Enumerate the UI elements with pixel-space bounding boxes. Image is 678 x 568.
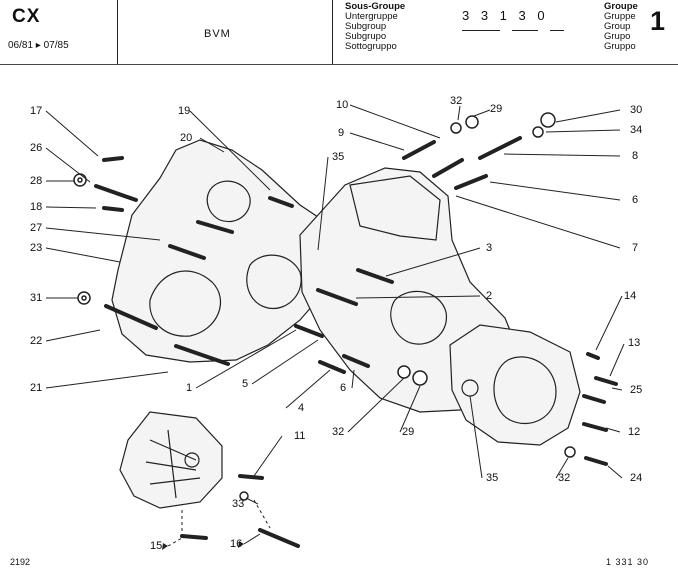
subgroup-label: Sottogruppo [345,41,397,52]
subgroup-label: Subgrupo [345,31,387,42]
callout-label: 24 [630,472,643,484]
callout-label: 32 [450,95,463,107]
callout-label: 7 [632,242,639,254]
page-title: BVM [204,28,231,40]
callout-label: 34 [630,124,643,136]
subgroup-label: Untergruppe [345,11,398,22]
group-label: Grupo [604,31,631,42]
callout-label: 16 [230,538,243,550]
callout-label: 31 [30,292,43,304]
callout-label: 17 [30,105,43,117]
group-number: 1 [650,6,666,36]
callout-label: 21 [30,382,43,394]
subgroup-label: Subgroup [345,21,387,32]
header-divider [0,64,678,65]
callout-label: 10 [336,99,349,111]
callout-label: 26 [30,142,43,154]
callout-label: 23 [30,242,43,254]
group-label: Gruppe [604,11,636,22]
callout-label: 27 [30,222,43,234]
callout-label: 13 [628,337,641,349]
callout-label: 29 [490,103,503,115]
callout-label: 30 [630,104,643,116]
subgroup-label: Sous-Groupe [345,1,406,12]
callout-label: 1 [186,382,193,394]
callout-label: 15 [150,540,163,552]
callout-label: 12 [628,426,641,438]
callout-label: 33 [232,498,245,510]
callout-label: 6 [632,194,639,206]
group-label: Gruppo [604,41,636,52]
callout-label: 4 [298,402,305,414]
code-underline [512,30,538,31]
model-name: CX [12,6,41,27]
code-underline [550,30,564,31]
callout-label: 2 [486,290,493,302]
subgroup-code: 3 3 1 3 0 [462,8,564,31]
callout-label: 32 [558,472,571,484]
callout-label: 5 [242,378,249,390]
callout-label: 35 [486,472,499,484]
callout-label: 6 [340,382,347,394]
callout-label: 22 [30,335,43,347]
callout-label: 18 [30,201,43,213]
group-labels: Groupe Gruppe Group Grupo Gruppo [604,2,638,52]
group-label: Group [604,21,631,32]
callout-label: 29 [402,426,415,438]
group-label: Groupe [604,1,638,12]
callout-label: 14 [624,290,637,302]
callout-label: 19 [178,105,191,117]
footer-part-ref: 1 331 30 [606,557,650,567]
callout-label: 11 [294,430,306,442]
callout-label: 32 [332,426,345,438]
date-range: 06/81 ▸ 07/85 [8,40,69,51]
callout-label: 28 [30,175,43,187]
callout-label: 25 [630,384,643,396]
callout-label: 8 [632,150,639,162]
callout-label: 9 [338,127,345,139]
callout-label: 20 [180,132,193,144]
rear-cover [449,324,581,446]
callout-label: 35 [332,151,345,163]
code-underline [462,30,500,31]
callout-label: 3 [486,242,493,254]
footer-page-ref: 2192 [10,557,31,567]
subgroup-code-value: 3 3 1 3 0 [462,8,549,23]
subgroup-labels: Sous-Groupe Untergruppe Subgroup Subgrup… [345,2,405,52]
